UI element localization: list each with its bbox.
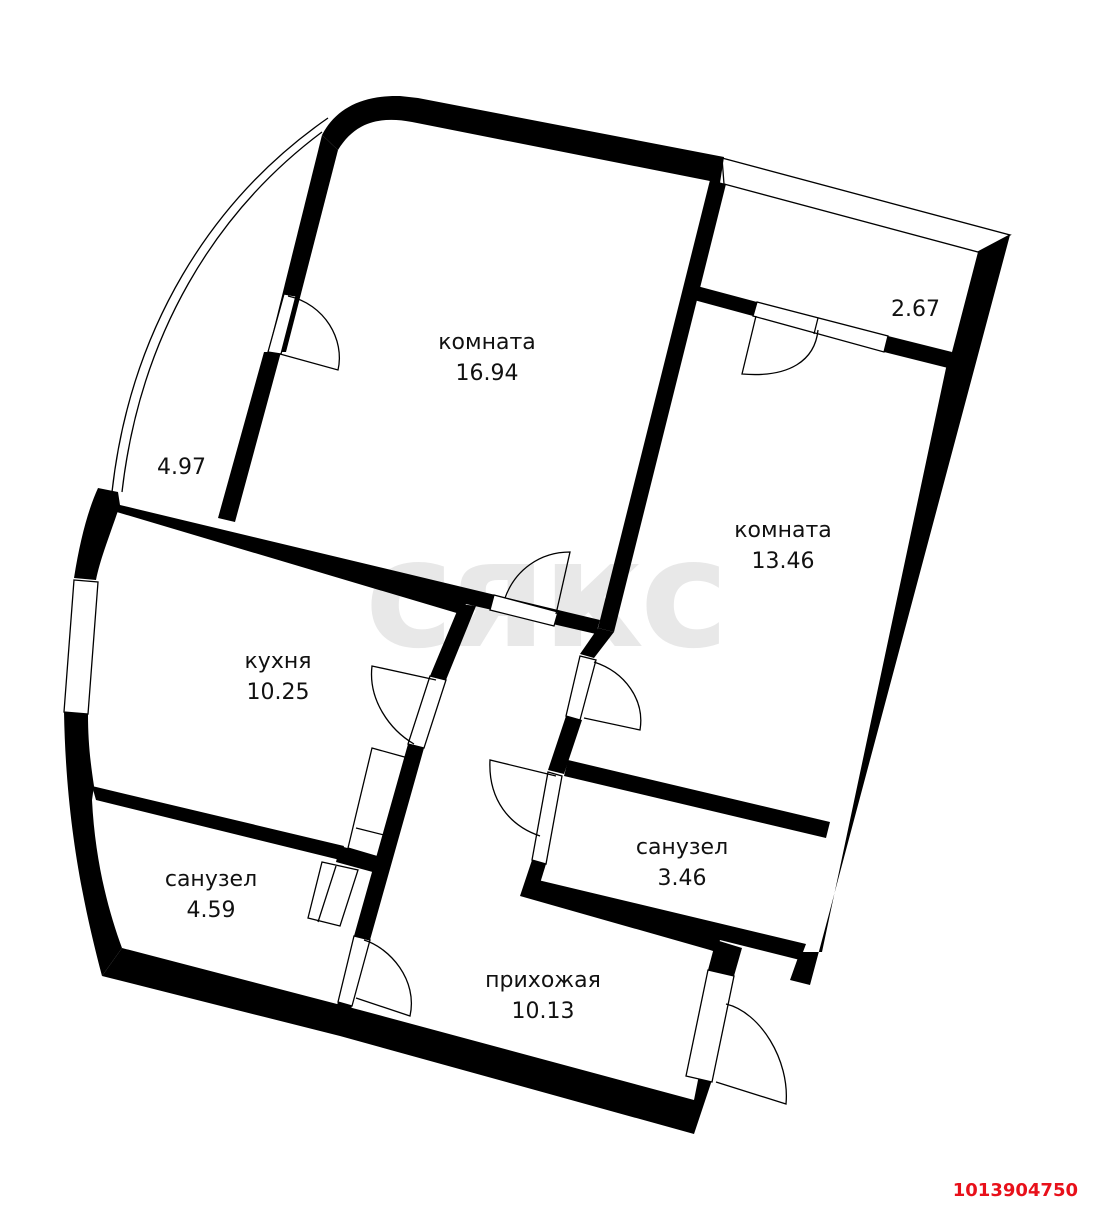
- wall-balcony-right-partition: [694, 286, 757, 316]
- door-opening-right-room: [565, 655, 597, 721]
- wall-hall-left-top: [430, 604, 476, 680]
- door-opening-large-room: [489, 594, 559, 627]
- wall-balcony-right-partition-2: [884, 336, 952, 368]
- wall-hall-left-mid: [354, 744, 424, 940]
- room-name: комната: [734, 518, 832, 543]
- wall-bath-right-bottom: [520, 880, 806, 960]
- room-area: 16.94: [455, 361, 519, 386]
- wall-entrance-top: [708, 940, 742, 976]
- room-area: 10.13: [511, 999, 575, 1024]
- wall-kitchen-bath-2: [336, 846, 384, 874]
- wall-hall-left-bottom: [334, 1002, 352, 1018]
- room-name: комната: [438, 330, 536, 355]
- door-opening-bathroom-left: [337, 935, 371, 1007]
- built-in-cabinet: [307, 747, 409, 927]
- door-opening-entrance: [685, 969, 735, 1083]
- door-swing-bathroom-right: [489, 759, 557, 837]
- balcony-left-glazing: [111, 117, 329, 493]
- room-label-large: комната 16.94: [438, 327, 536, 389]
- room-area: 10.25: [246, 680, 310, 705]
- door-swing-bathroom-left: [355, 939, 412, 1017]
- wall-large-right: [598, 180, 726, 632]
- balcony-right-glazing: [721, 157, 1012, 253]
- door-opening-bathroom-right: [531, 771, 563, 865]
- wall-kitchen-top: [98, 488, 600, 634]
- door-opening-balcony-right: [752, 301, 889, 353]
- room-label-kitchen: кухня 10.25: [245, 646, 312, 708]
- balcony-left-area: 4.97: [157, 455, 206, 480]
- wall-right-outer: [790, 235, 1010, 985]
- room-label-bathroom-left: санузел 4.59: [165, 864, 257, 926]
- wall-hall-right-top: [580, 628, 614, 658]
- wall-left-outer: [74, 488, 120, 580]
- wall-kitchen-bath: [92, 786, 344, 860]
- wall-bath-right-left: [520, 860, 546, 896]
- room-label-hallway: прихожая 10.13: [485, 965, 601, 1027]
- room-name: прихожая: [485, 968, 601, 993]
- room-area: 13.46: [751, 549, 815, 574]
- door-swing-balcony-right: [741, 315, 819, 376]
- window-kitchen: [63, 579, 99, 715]
- wall-bottom: [102, 948, 714, 1134]
- door-swing-balcony-left: [279, 295, 340, 371]
- room-area: 3.46: [657, 866, 707, 891]
- wall-bath-right-top: [564, 760, 830, 838]
- room-label-right: комната 13.46: [734, 515, 832, 577]
- wall-hall-right-mid: [548, 716, 582, 774]
- room-name: санузел: [164, 867, 258, 892]
- door-swing-right-room: [583, 661, 642, 731]
- wall-room-left-lower: [218, 352, 281, 522]
- room-name: кухня: [244, 649, 312, 674]
- listing-id: 1013904750: [952, 1180, 1078, 1201]
- door-swing-kitchen: [370, 665, 437, 745]
- room-name: санузел: [635, 835, 729, 860]
- wall-left-outer-lower: [64, 712, 122, 976]
- room-area: 4.59: [186, 898, 236, 923]
- balcony-right-area: 2.67: [891, 297, 940, 322]
- room-label-bathroom-right: санузел 3.46: [636, 832, 728, 894]
- door-swing-entrance: [715, 1003, 787, 1105]
- wall-top: [322, 95, 724, 183]
- door-swing-large-room: [504, 551, 571, 615]
- door-opening-kitchen: [407, 675, 447, 749]
